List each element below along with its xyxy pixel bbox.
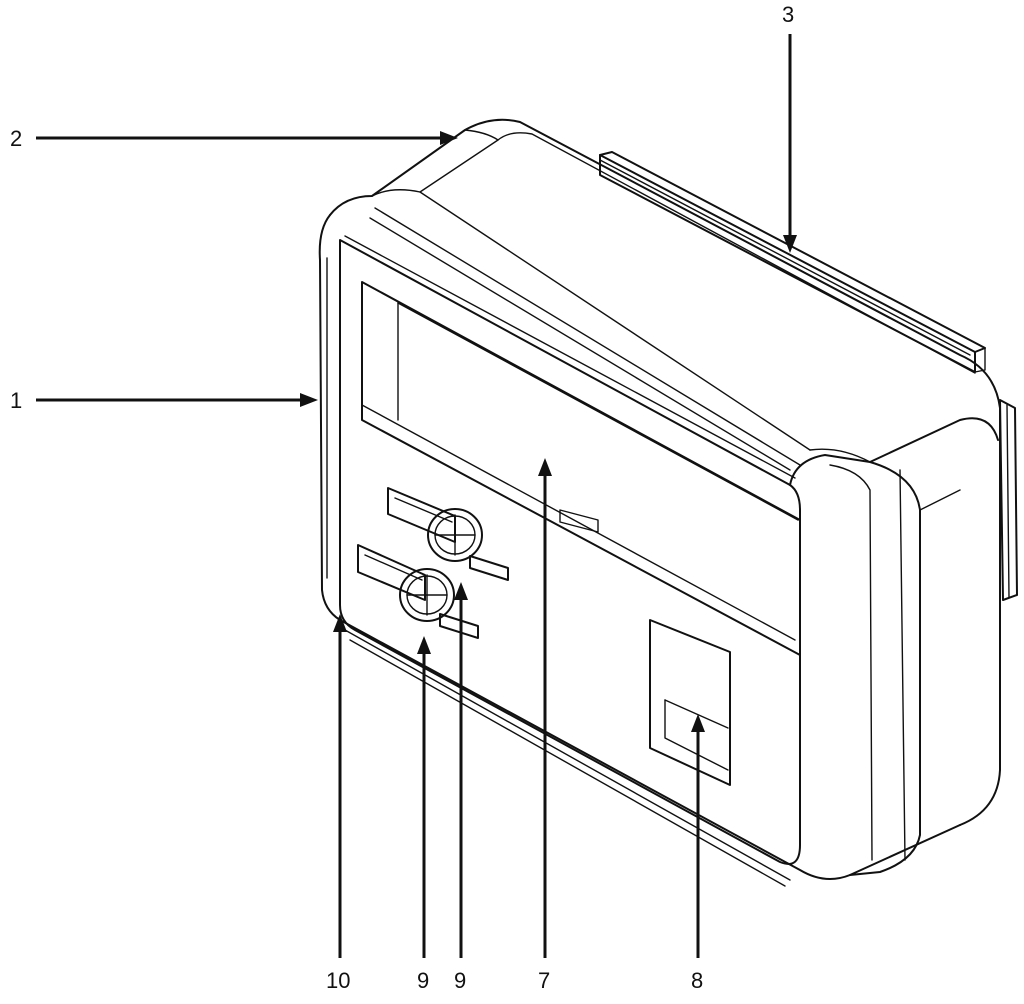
leader-3 — [783, 34, 797, 253]
label-10: 10 — [326, 968, 350, 993]
leader-1 — [36, 393, 318, 407]
leader-7 — [538, 458, 552, 958]
label-2: 2 — [10, 126, 22, 151]
leader-9a — [417, 636, 431, 958]
label-7: 7 — [538, 968, 550, 993]
button-upper — [387, 487, 509, 581]
reference-numerals: 2 1 3 10 9 9 7 8 — [10, 2, 794, 993]
display-window — [361, 281, 801, 656]
label-1: 1 — [10, 388, 22, 413]
card-slot — [649, 619, 731, 786]
label-9a: 9 — [417, 968, 429, 993]
label-8: 8 — [691, 968, 703, 993]
leader-10 — [333, 614, 347, 958]
label-3: 3 — [782, 2, 794, 27]
leader-9b — [454, 582, 468, 958]
side-connector — [999, 399, 1018, 601]
leader-2 — [36, 131, 458, 145]
front-face — [339, 239, 801, 865]
rear-connector — [599, 151, 986, 373]
leader-lines — [36, 34, 797, 958]
front-face-outline — [318, 214, 961, 880]
button-lower — [357, 544, 479, 639]
leader-8 — [691, 714, 705, 958]
top-shell — [329, 118, 1001, 826]
label-9b: 9 — [454, 968, 466, 993]
device-housing — [318, 118, 1018, 887]
